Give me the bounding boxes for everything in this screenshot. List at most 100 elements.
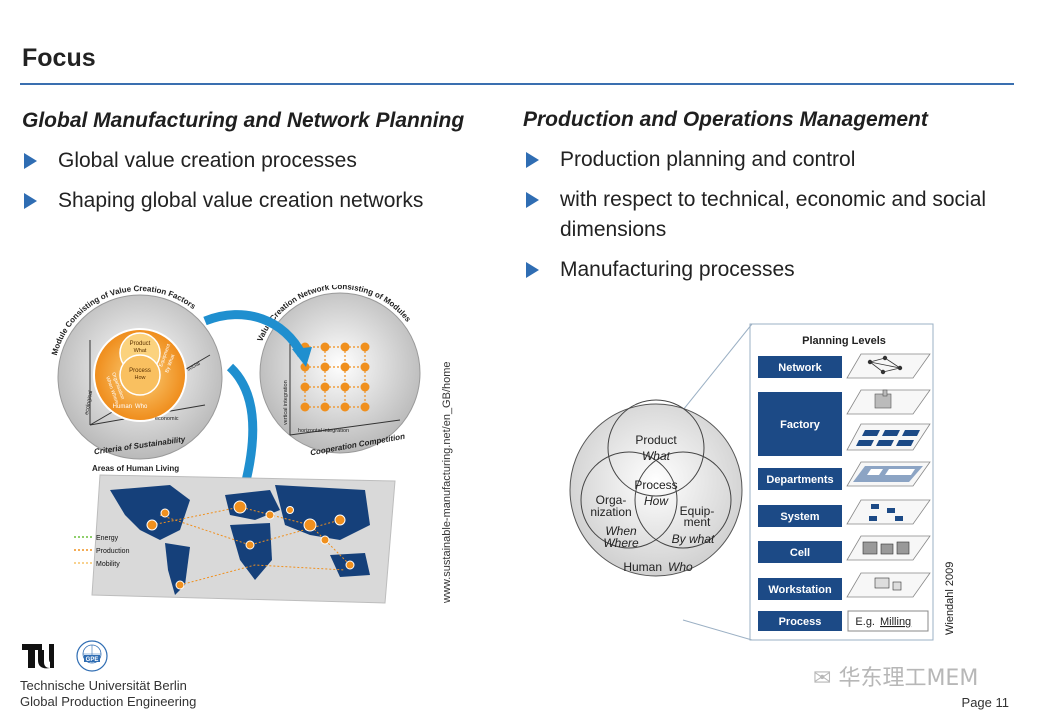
level-workstation <box>758 578 842 600</box>
venn-org-part2: nization <box>590 505 631 519</box>
venn-organization-circle <box>580 451 678 549</box>
bullet-arrow-icon <box>526 152 539 168</box>
venn-who: Who <box>668 560 693 574</box>
level-departments-label: Departments <box>766 474 833 486</box>
right-bullet-list: Production planning and control with res… <box>524 145 994 295</box>
venn-where: Where <box>603 536 639 550</box>
university-name: Technische Universität Berlin <box>20 678 187 693</box>
right-bullet-text: Manufacturing processes <box>560 258 795 281</box>
venn-product-circle <box>607 399 705 497</box>
page-number: Page 11 <box>961 695 1009 710</box>
level-cell <box>758 541 842 563</box>
level-process <box>758 611 842 631</box>
bullet-arrow-icon <box>526 192 539 208</box>
planning-levels-title: Planning Levels <box>802 335 886 347</box>
level-network-label: Network <box>778 362 822 374</box>
venn-when: When <box>605 524 637 538</box>
venn-org-part1: Orga- <box>596 493 627 507</box>
tu-berlin-logo-icon <box>22 644 54 669</box>
wechat-label: 华东理工MEM <box>838 666 979 691</box>
venn-eq-part1: Equip- <box>680 504 715 518</box>
university-logos: GPE <box>22 640 108 672</box>
venn-by-what: By what <box>672 532 715 546</box>
factory-layout-icon <box>856 430 920 446</box>
human-question: Who <box>135 404 148 410</box>
level-factory-label: Factory <box>780 419 821 431</box>
venn-what: What <box>642 449 671 463</box>
level-network <box>758 356 842 378</box>
map-locations <box>146 500 355 590</box>
right-bullet-item: Production planning and control <box>524 145 994 175</box>
gpe-logo-text: GPE <box>86 657 99 663</box>
map-legend: Energy Production Mobility <box>74 535 130 568</box>
right-bullet-item: with respect to technical, economic and … <box>524 185 994 245</box>
zoom-line <box>682 619 753 641</box>
source-url: www.sustainable-manufacturing.net/en_GB/… <box>441 361 453 604</box>
module-to-network-arrow <box>203 310 307 358</box>
level-workstation-label: Workstation <box>768 584 832 596</box>
left-bullet-list: Global value creation processes Shaping … <box>22 146 423 226</box>
level-cell-label: Cell <box>790 547 810 559</box>
legend-mobility: Mobility <box>96 561 120 568</box>
arrowhead-icon <box>292 347 312 367</box>
left-bullet-text: Global value creation processes <box>58 149 357 172</box>
milling-example-box <box>847 610 929 632</box>
venn-human: Human <box>623 560 662 574</box>
wechat-watermark: ✉ 华东理工MEM <box>813 660 978 692</box>
left-bullet-item: Shaping global value creation networks <box>22 186 423 216</box>
venn-how: How <box>644 494 669 508</box>
product-label: Product <box>130 341 151 347</box>
factory-building-icon <box>874 389 892 409</box>
right-bullet-text: with respect to technical, economic and … <box>560 188 987 241</box>
horizontal-integration: horizontal integration <box>298 428 349 434</box>
axis-line <box>289 419 401 436</box>
planning-levels-figure: Planning Levels Network Factory Departme… <box>569 323 956 641</box>
wechat-icon: ✉ <box>813 666 832 691</box>
slide-title: Focus <box>22 44 96 72</box>
left-heading: Global Manufacturing and Network Plannin… <box>22 109 465 132</box>
human-label: Human <box>113 404 132 410</box>
legend-production: Production <box>96 548 130 555</box>
venn-product: Product <box>635 433 677 447</box>
venn-outer-circle <box>569 403 743 577</box>
left-bullet-text: Shaping global value creation networks <box>58 189 424 212</box>
process-label: Process <box>129 368 151 374</box>
zoom-line <box>674 323 753 421</box>
product-question: What <box>134 348 147 354</box>
bullet-arrow-icon <box>24 193 37 209</box>
axis-ecological: ecological <box>84 390 94 415</box>
cell-machines-icon <box>862 541 910 555</box>
workstation-icon <box>874 577 902 591</box>
legend-energy: Energy <box>96 535 119 542</box>
process-question: How <box>134 375 145 381</box>
venn-process: Process <box>634 478 677 492</box>
left-bullet-item: Global value creation processes <box>22 146 423 176</box>
department-layout-icon <box>853 466 923 482</box>
venn-equipment-circle <box>634 451 732 549</box>
map-title: Areas of Human Living <box>92 464 179 473</box>
milling-label: Milling <box>880 616 911 628</box>
level-process-label: Process <box>779 616 822 628</box>
level-factory <box>758 392 842 456</box>
title-divider <box>20 83 1014 85</box>
process-circle <box>119 354 161 396</box>
bullet-arrow-icon <box>526 262 539 278</box>
network-disc <box>259 292 421 454</box>
venn-eq-part2: ment <box>684 515 711 529</box>
credit-label: Wiendahl 2009 <box>944 562 956 635</box>
department-name: Global Production Engineering <box>20 694 197 709</box>
right-heading: Production and Operations Management <box>523 108 928 131</box>
milling-prefix: E.g. <box>855 616 875 628</box>
network-graph-icon <box>867 355 903 375</box>
bullet-arrow-icon <box>24 153 37 169</box>
value-creation-figure: Product What Process How Organisation Wh… <box>50 285 453 604</box>
level-departments <box>758 468 842 490</box>
right-bullet-item: Manufacturing processes <box>524 255 994 285</box>
network-grid <box>300 342 370 412</box>
level-system-label: System <box>780 511 819 523</box>
system-layout-icon <box>869 504 903 521</box>
level-system <box>758 505 842 527</box>
gpe-logo-icon: GPE <box>76 640 108 672</box>
right-bullet-text: Production planning and control <box>560 148 856 171</box>
vertical-integration: vertical integration <box>283 380 289 425</box>
